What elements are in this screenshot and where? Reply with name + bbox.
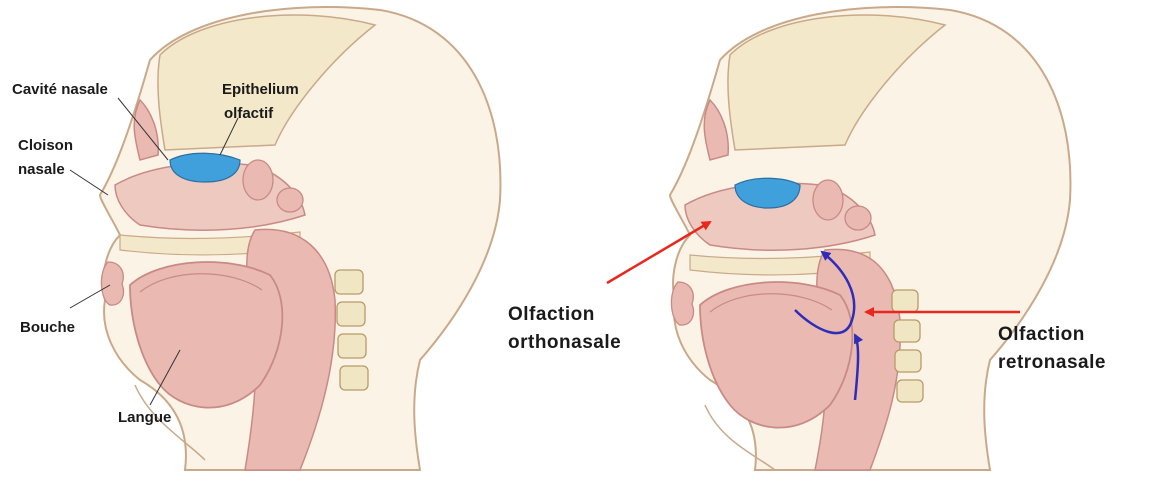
- label-olfactory-epithelium-line1: Epithelium: [222, 80, 299, 100]
- label-nasal-cavity: Cavité nasale: [12, 80, 108, 100]
- left-head: [100, 7, 500, 470]
- right-lips: [671, 282, 693, 325]
- label-olfactory-epithelium-line2: olfactif: [224, 104, 273, 124]
- label-septum-line2: nasale: [18, 160, 65, 180]
- label-retronasal-line1: Olfaction: [998, 322, 1085, 347]
- label-mouth: Bouche: [20, 318, 75, 338]
- right-head: [670, 7, 1070, 470]
- label-tongue: Langue: [118, 408, 171, 428]
- label-septum-line1: Cloison: [18, 136, 73, 156]
- left-lips: [101, 262, 123, 305]
- label-orthonasal-line1: Olfaction: [508, 302, 595, 327]
- label-retronasal-line2: retronasale: [998, 350, 1106, 375]
- label-orthonasal-line2: orthonasale: [508, 330, 621, 355]
